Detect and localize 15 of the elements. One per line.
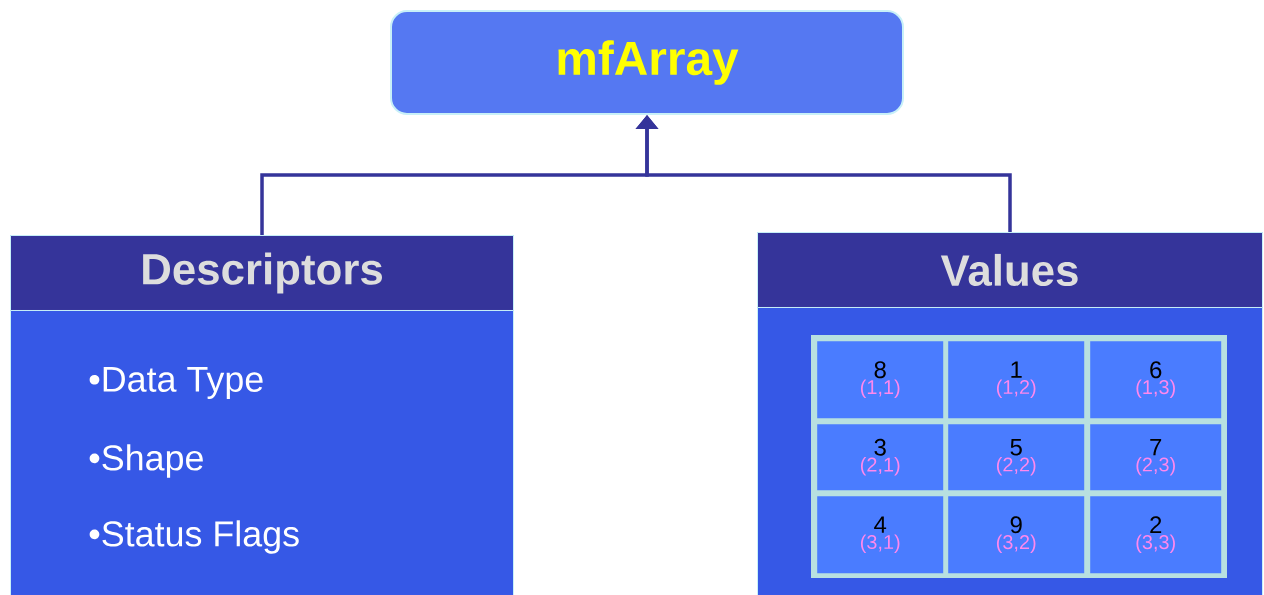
grid-cell: 9 (3,2) xyxy=(948,496,1085,574)
grid-cell: 3 (2,1) xyxy=(817,424,944,491)
panel-header: Descriptors xyxy=(10,235,514,311)
title-box: mfArray xyxy=(390,10,904,115)
grid-cell: 4 (3,1) xyxy=(817,496,944,574)
bullet-item: •Data Type xyxy=(89,366,263,400)
grid-cell: 1 (1,2) xyxy=(948,341,1085,419)
bullet-item: •Shape xyxy=(89,444,203,478)
grid-cell: 2 (3,3) xyxy=(1090,496,1222,574)
grid-cell: 5 (2,2) xyxy=(948,424,1085,491)
grid-cell: 6 (1,3) xyxy=(1090,341,1222,419)
grid-cell: 7 (2,3) xyxy=(1090,424,1222,491)
grid-cell: 8 (1,1) xyxy=(817,341,944,419)
panel-header: Values xyxy=(757,232,1263,308)
bullet-item: •Status Flags xyxy=(89,520,299,554)
